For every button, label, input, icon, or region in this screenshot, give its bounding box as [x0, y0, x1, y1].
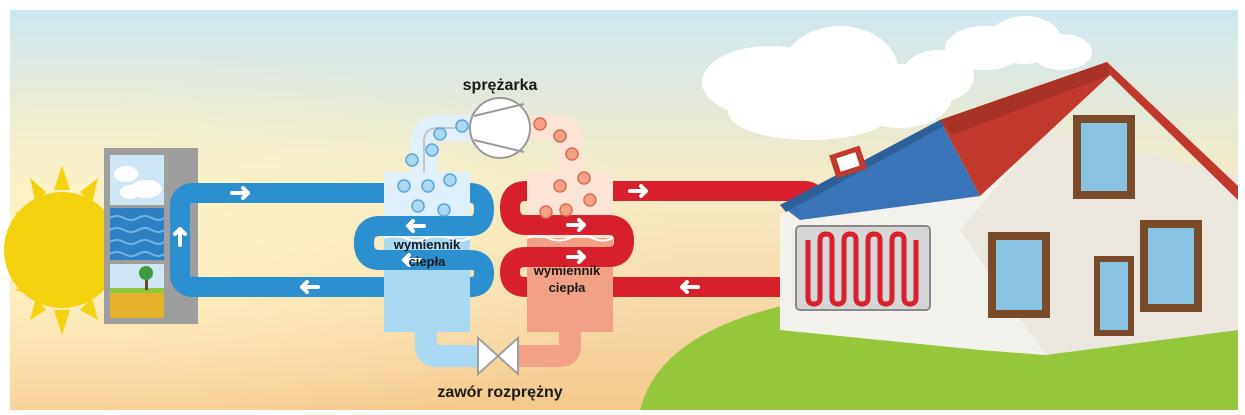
arrow-right-icon	[566, 218, 586, 232]
cold-coil	[354, 216, 470, 270]
arrow-left-icon	[680, 280, 700, 294]
compressor-label: sprężarka	[463, 77, 538, 94]
underfloor-heating-coil	[795, 225, 931, 311]
arrow-left-icon	[300, 280, 320, 294]
cold-exchanger-label-1: wymiennik	[393, 237, 461, 252]
arrow-up-icon	[173, 227, 187, 247]
cold-gas-bubbles	[397, 119, 469, 217]
arrow-right-icon	[230, 186, 250, 200]
arrow-left-icon	[402, 253, 422, 267]
expansion-valve-icon	[477, 335, 519, 377]
hot-exchanger-label-1: wymiennik	[533, 263, 601, 278]
expansion-valve-label: zawór rozprężny	[437, 384, 562, 401]
flow-arrows	[173, 184, 823, 294]
hot-coil	[526, 215, 634, 267]
hot-exchanger-label-2: ciepła	[549, 280, 587, 295]
sun-icon	[4, 165, 120, 335]
arrow-right-icon	[566, 250, 586, 264]
heat-source-panel	[104, 148, 198, 324]
valve-pipes	[415, 330, 581, 367]
cloud-icon	[945, 16, 1092, 70]
arrow-left-icon	[406, 219, 426, 233]
cold-exchanger-label-2: ciepła	[409, 254, 447, 269]
compressor-icon	[469, 97, 531, 159]
hot-gas-bubbles	[533, 117, 597, 219]
arrow-right-icon	[628, 184, 648, 198]
